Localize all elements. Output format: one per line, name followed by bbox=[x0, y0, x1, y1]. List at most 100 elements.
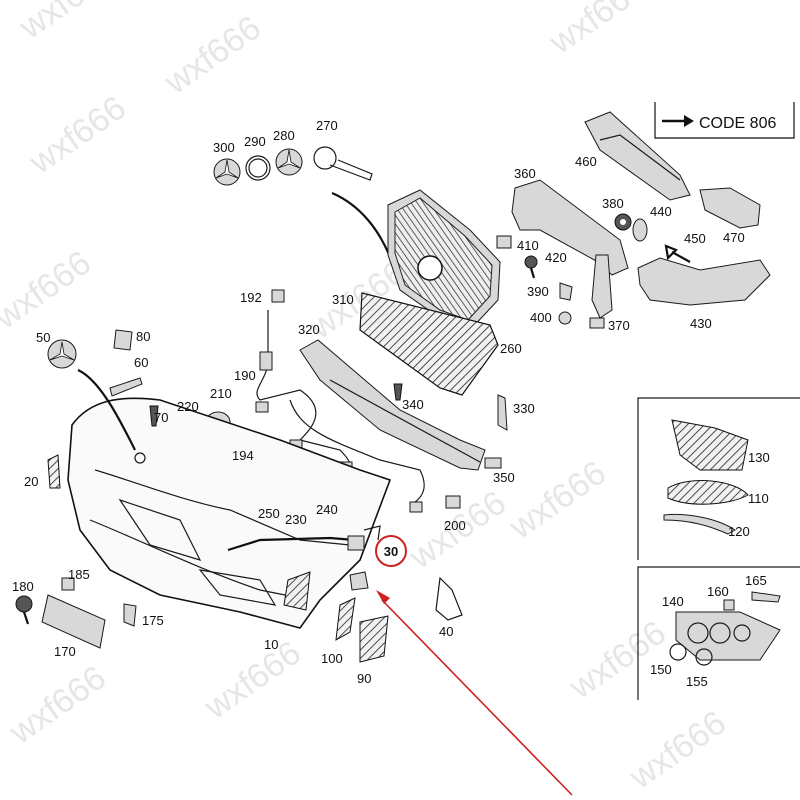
label-70: 70 bbox=[154, 410, 168, 425]
ring-155 bbox=[695, 648, 713, 666]
label-400: 400 bbox=[530, 310, 552, 325]
brackets-upper-right bbox=[511, 111, 771, 329]
bracket-40 bbox=[435, 576, 463, 621]
label-230: 230 bbox=[285, 512, 307, 527]
label-165: 165 bbox=[745, 573, 767, 588]
trim-320 bbox=[299, 339, 508, 471]
part-labels: 300 290 280 270 460 360 380 440 470 450 … bbox=[12, 118, 770, 689]
lower-trim bbox=[227, 525, 463, 663]
label-140: 140 bbox=[662, 594, 684, 609]
label-250: 250 bbox=[258, 506, 280, 521]
screw-450 bbox=[664, 244, 691, 263]
clip-350 bbox=[484, 457, 502, 469]
label-90: 90 bbox=[357, 671, 371, 686]
strip-60 bbox=[109, 377, 143, 397]
label-240: 240 bbox=[316, 502, 338, 517]
connector-192 bbox=[271, 289, 285, 303]
inset-frame-upper bbox=[637, 397, 800, 560]
screw-165 bbox=[751, 591, 781, 603]
label-320: 320 bbox=[298, 322, 320, 337]
label-260: 260 bbox=[500, 341, 522, 356]
label-290: 290 bbox=[244, 134, 266, 149]
label-360: 360 bbox=[514, 166, 536, 181]
label-310: 310 bbox=[332, 292, 354, 307]
watermark: wxf666 bbox=[562, 614, 673, 707]
grille-110 bbox=[667, 480, 749, 505]
label-410: 410 bbox=[517, 238, 539, 253]
nut-400 bbox=[558, 311, 572, 325]
code-806-label: CODE 806 bbox=[699, 115, 776, 132]
watermark: wxf666 bbox=[2, 659, 113, 752]
label-300: 300 bbox=[213, 140, 235, 155]
label-192: 192 bbox=[240, 290, 262, 305]
label-100: 100 bbox=[321, 651, 343, 666]
label-120: 120 bbox=[728, 524, 750, 539]
label-160: 160 bbox=[707, 584, 729, 599]
part-80 bbox=[113, 329, 133, 351]
label-194: 194 bbox=[232, 448, 254, 463]
bumper-cover-10 bbox=[67, 397, 392, 629]
watermark: wxf666 bbox=[197, 634, 308, 727]
watermark: wxf666 bbox=[22, 89, 133, 182]
label-430: 430 bbox=[690, 316, 712, 331]
label-185: 185 bbox=[68, 567, 90, 582]
label-210: 210 bbox=[210, 386, 232, 401]
label-380: 380 bbox=[602, 196, 624, 211]
label-130: 130 bbox=[748, 450, 770, 465]
inset-frame-lower bbox=[637, 566, 800, 700]
highlight-30: 30 bbox=[375, 535, 573, 796]
watermark: wxf666 bbox=[502, 454, 613, 547]
clip-160 bbox=[723, 599, 735, 611]
trim-90 bbox=[359, 615, 389, 663]
label-330: 330 bbox=[513, 401, 535, 416]
grille-130 bbox=[671, 419, 749, 471]
license-plate-170 bbox=[41, 594, 106, 649]
clip-200 bbox=[445, 495, 461, 509]
emblem-parts bbox=[213, 146, 394, 263]
screw-420 bbox=[524, 255, 538, 269]
label-50: 50 bbox=[36, 330, 50, 345]
clip-390 bbox=[559, 282, 573, 301]
inset-lower-parts bbox=[669, 591, 781, 666]
ring-270 bbox=[313, 146, 337, 170]
label-180: 180 bbox=[12, 579, 34, 594]
code-806-box: CODE 806 bbox=[654, 102, 795, 139]
watermark: wxf666 bbox=[0, 244, 98, 337]
label-200: 200 bbox=[444, 518, 466, 533]
label-420: 420 bbox=[545, 250, 567, 265]
label-190: 190 bbox=[234, 368, 256, 383]
ring-150 bbox=[669, 643, 687, 661]
watermark: wxf666 bbox=[542, 0, 653, 62]
trim-120 bbox=[663, 513, 736, 535]
bracket-330 bbox=[497, 394, 508, 431]
trim-100 bbox=[335, 597, 356, 641]
watermark: wxf666 bbox=[157, 9, 268, 102]
bracket-20 bbox=[47, 454, 61, 489]
grille-assembly bbox=[359, 189, 501, 396]
label-280: 280 bbox=[273, 128, 295, 143]
label-175: 175 bbox=[142, 613, 164, 628]
watermark: wxf666 bbox=[12, 0, 123, 47]
label-155: 155 bbox=[686, 674, 708, 689]
label-60: 60 bbox=[134, 355, 148, 370]
label-110: 110 bbox=[748, 491, 769, 506]
label-340: 340 bbox=[402, 397, 424, 412]
label-80: 80 bbox=[136, 329, 150, 344]
highlight-arrow bbox=[381, 599, 573, 796]
label-450: 450 bbox=[684, 231, 706, 246]
front-emblem bbox=[47, 329, 159, 489]
label-20: 20 bbox=[24, 474, 38, 489]
grommet-440 bbox=[632, 218, 648, 242]
label-220: 220 bbox=[177, 399, 199, 414]
inset-upper-parts bbox=[663, 419, 749, 535]
fasteners bbox=[496, 213, 691, 325]
label-390: 390 bbox=[527, 284, 549, 299]
grille-140 bbox=[675, 611, 781, 661]
screw-340 bbox=[393, 383, 403, 401]
screw-70 bbox=[149, 405, 159, 427]
highlight-circle bbox=[375, 535, 407, 567]
clip-410 bbox=[496, 235, 512, 249]
label-10: 10 bbox=[264, 637, 278, 652]
label-270: 270 bbox=[316, 118, 338, 133]
